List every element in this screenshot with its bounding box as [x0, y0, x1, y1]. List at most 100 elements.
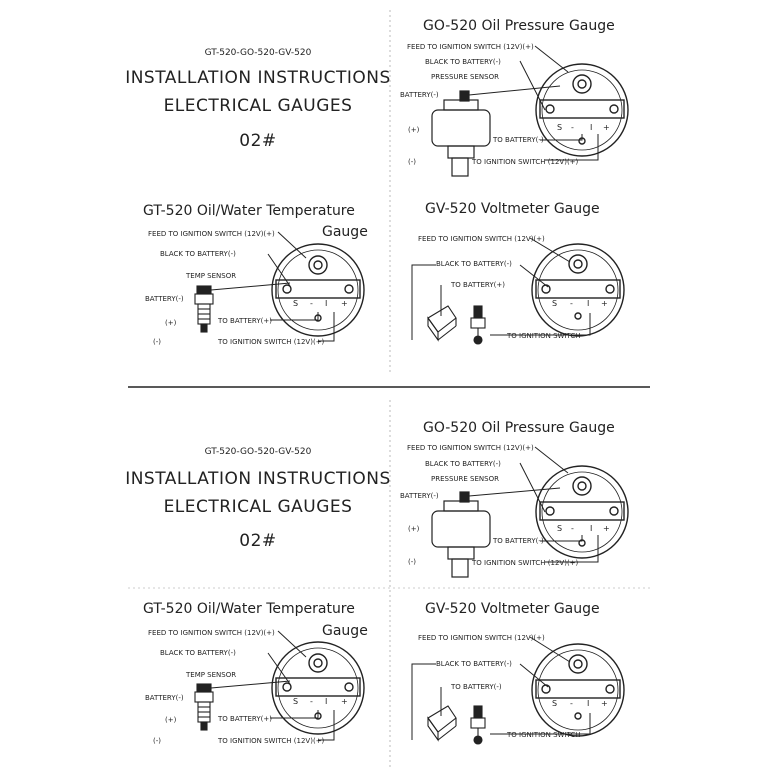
ignition-key-icon: [470, 305, 486, 345]
sheet-bottom: GT-520-GO-520-GV-520 INSTALLATION INSTRU…: [125, 420, 629, 745]
temp-battery-wire: [270, 312, 319, 321]
oil-gauge-back-icon: [535, 465, 629, 559]
temp-left-minus: (-): [153, 338, 161, 346]
volt-gauge-title: GV-520 Voltmeter Gauge: [425, 601, 600, 617]
temp-to-ignition-label: TO IGNITION SWITCH (12V)(+): [217, 737, 325, 745]
oil-feed-wire: [534, 446, 569, 474]
model-code: 02#: [239, 131, 276, 151]
temp-pin-i: I: [325, 697, 327, 706]
temp-sensor-label: TEMP SENSOR: [185, 272, 236, 280]
volt-pin-plus: +: [601, 699, 608, 708]
oil-black-label: BLACK TO BATTERY(-): [425, 58, 501, 66]
volt-pin-i: I: [587, 699, 589, 708]
temp-pin-plus: +: [341, 697, 348, 706]
oil-pin-minus: -: [571, 524, 574, 533]
temp-gauge-back-icon: [271, 243, 365, 337]
oil-to-battery-label: TO BATTERY(-): [492, 136, 544, 144]
volt-pin-plus: +: [601, 299, 608, 308]
temp-pin-minus: -: [310, 697, 313, 706]
oil-battery-label: BATTERY(-): [400, 492, 439, 500]
battery-icon: [427, 305, 457, 342]
volt-pin-s: S: [552, 699, 557, 708]
title-line1: INSTALLATION INSTRUCTIONS: [125, 68, 391, 88]
pressure-sensor-icon: [431, 90, 491, 177]
temp-to-battery-label: TO BATTERY(+): [217, 317, 272, 325]
volt-feed-label: FEED TO IGNITION SWITCH (12V)(+): [418, 235, 545, 243]
volt-feed-wire: [529, 237, 571, 263]
oil-gauge-title: GO-520 Oil Pressure Gauge: [423, 18, 615, 34]
oil-pin-i: I: [590, 123, 592, 132]
oil-battery-wire: [540, 535, 583, 542]
oil-sensor-wire: [468, 85, 561, 96]
volt-pin-minus: -: [570, 299, 573, 308]
voltmeter-diagram: GV-520 Voltmeter Gauge FEED TO IGNITION …: [411, 601, 625, 745]
model-line: GT-520-GO-520-GV-520: [205, 447, 312, 457]
temp-black-label: BLACK TO BATTERY(-): [160, 649, 236, 657]
temp-pin-s: S: [293, 299, 298, 308]
oil-black-label: BLACK TO BATTERY(-): [425, 460, 501, 468]
temp-black-wire: [267, 652, 291, 685]
temperature-diagram: GT-520 Oil/Water Temperature Gauge FEED …: [143, 601, 368, 745]
oil-pin-i: I: [590, 524, 592, 533]
title-line1: INSTALLATION INSTRUCTIONS: [125, 469, 391, 489]
model-line: GT-520-GO-520-GV-520: [205, 48, 312, 58]
oil-feed-label: FEED TO IGNITION SWITCH (12V)(+): [407, 444, 534, 452]
temp-feed-wire: [277, 630, 307, 658]
oil-ignition-wire: [545, 535, 599, 563]
temp-left-mark: (+): [165, 716, 177, 724]
temp-title-line1: GT-520 Oil/Water Temperature: [143, 601, 355, 617]
battery-icon: [427, 705, 457, 742]
temp-pin-s: S: [293, 697, 298, 706]
oil-pin-s: S: [557, 123, 562, 132]
oil-to-ignition-label: TO IGNITION SWITCH (12V)(+): [471, 559, 579, 567]
sheet-top: GT-520-GO-520-GV-520 INSTALLATION INSTRU…: [125, 18, 629, 346]
temp-gauge-back-icon: [271, 641, 365, 735]
temp-pin-minus: -: [310, 299, 313, 308]
oil-battery-wire: [540, 134, 583, 141]
temp-pin-i: I: [325, 299, 327, 308]
temp-battery-label: BATTERY(-): [145, 295, 184, 303]
temp-sensor-icon: [194, 683, 214, 731]
oil-sensor-wire: [468, 487, 561, 497]
volt-pin-i: I: [587, 299, 589, 308]
temp-pin-plus: +: [341, 299, 348, 308]
volt-gauge-title: GV-520 Voltmeter Gauge: [425, 201, 600, 217]
oil-left-mark: (+): [408, 126, 420, 134]
oil-pin-s: S: [557, 524, 562, 533]
volt-to-battery-label: TO BATTERY(-): [450, 683, 502, 691]
temp-left-minus: (-): [153, 737, 161, 745]
volt-gauge-back-icon: [531, 643, 625, 737]
temperature-diagram: GT-520 Oil/Water Temperature Gauge FEED …: [143, 203, 368, 346]
oil-pin-minus: -: [571, 123, 574, 132]
oil-to-ignition-label: TO IGNITION SWITCH (12V)(+): [471, 158, 579, 166]
title-line2: ELECTRICAL GAUGES: [164, 497, 353, 517]
pressure-sensor-icon: [431, 491, 491, 578]
volt-gauge-back-icon: [531, 243, 625, 337]
oil-pressure-diagram: GO-520 Oil Pressure Gauge FEED TO IGNITI…: [400, 420, 629, 578]
oil-left-minus: (-): [408, 158, 416, 166]
temp-battery-label: BATTERY(-): [145, 694, 184, 702]
oil-gauge-back-icon: [535, 63, 629, 157]
temp-battery-wire: [270, 710, 319, 719]
temp-to-battery-label: TO BATTERY(+): [217, 715, 272, 723]
volt-feed-label: FEED TO IGNITION SWITCH (12V)(+): [418, 634, 545, 642]
volt-feed-wire: [529, 636, 571, 663]
temp-to-ignition-label: TO IGNITION SWITCH (12V)(+): [217, 338, 325, 346]
temp-title-line2: Gauge: [322, 623, 368, 639]
volt-to-battery-label: TO BATTERY(+): [450, 281, 505, 289]
temp-ignition-wire: [318, 312, 335, 342]
temp-feed-label: FEED TO IGNITION SWITCH (12V)(+): [148, 230, 275, 238]
temp-title-line2: Gauge: [322, 224, 368, 240]
voltmeter-diagram: GV-520 Voltmeter Gauge FEED TO IGNITION …: [411, 201, 625, 345]
temp-sensor-icon: [194, 285, 214, 333]
temp-title-line1: GT-520 Oil/Water Temperature: [143, 203, 355, 219]
ignition-key-icon: [470, 705, 486, 745]
temp-left-mark: (+): [165, 319, 177, 327]
title-line2: ELECTRICAL GAUGES: [164, 96, 353, 116]
oil-to-battery-label: TO BATTERY(-): [492, 537, 544, 545]
oil-black-wire: [519, 60, 546, 111]
volt-to-ignition-label: TO IGNITION SWITCH: [506, 731, 581, 739]
oil-left-minus: (-): [408, 558, 416, 566]
oil-gauge-title: GO-520 Oil Pressure Gauge: [423, 420, 615, 436]
